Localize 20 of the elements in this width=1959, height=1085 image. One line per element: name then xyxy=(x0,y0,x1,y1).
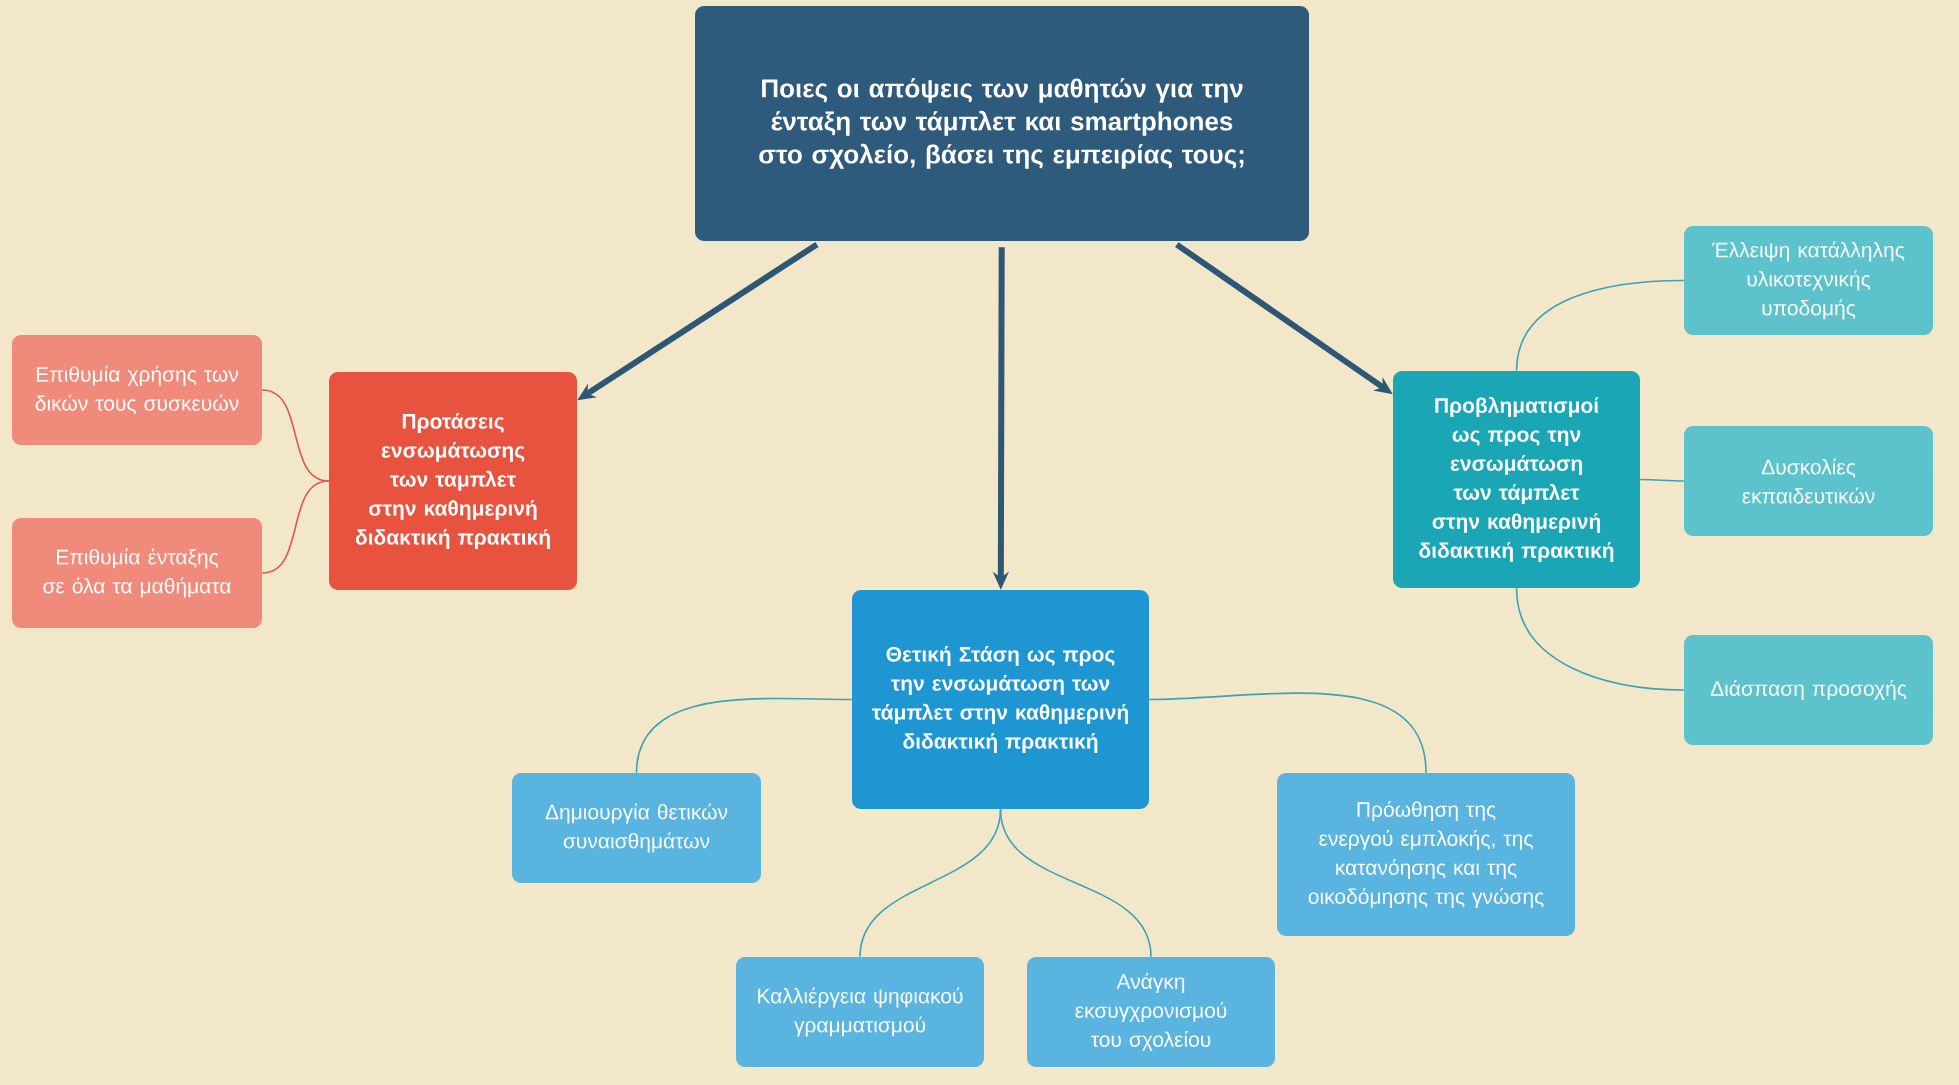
category-box: Προτάσεις ενσωμάτωσης των ταμπλετ στην καθημερινή διδακτική πρακτική xyxy=(329,372,577,590)
item-box: Έλλειψη κατάλληλης υλικοτεχνικής υποδομής xyxy=(1684,226,1933,335)
connector-line xyxy=(1515,279,1685,372)
item-box: Πρόωθηση της ενεργού εμπλοκής, της κατανόησης και της οικοδόμησης της γνώσης xyxy=(1277,773,1575,936)
item-box: Διάσπαση προσοχής xyxy=(1684,635,1933,745)
topic-box: Ποιες οι απόψεις των μαθητών για την ένταξη των τάμπλετ και smartphones στο σχολείο, βάσει της εμπειρίας τους; xyxy=(695,6,1309,241)
connector-line xyxy=(1515,587,1685,691)
item-box: Δημιουργία θετικών συναισθημάτων xyxy=(512,773,761,883)
connector-line xyxy=(999,808,1152,958)
connector-line xyxy=(261,480,330,574)
item-box: Επιθυμία χρήσης των δικών τους συσκευών xyxy=(12,335,262,445)
item-box: Ανάγκη εκσυγχρονισμού του σχολείου xyxy=(1027,957,1275,1067)
item-box: Καλλιέργεια ψηφιακού γραμματισμού xyxy=(736,957,984,1067)
connector-line xyxy=(635,697,853,774)
category-box: Θετική Στάση ως προς την ενσωμάτωση των τάμπλετ στην καθημερινή διδακτική πρακτική xyxy=(852,590,1149,809)
category-box: Προβληματισμοί ως προς την ενσωμάτωση των τάμπλετ στην καθημερινή διδακτική πρακτική xyxy=(1393,371,1640,588)
connector-line xyxy=(1148,692,1427,774)
item-box: Δυσκολίες εκπαιδευτικών xyxy=(1684,426,1933,536)
connector-line xyxy=(1639,478,1685,482)
item-box: Επιθυμία ένταξης σε όλα τα μαθήματα xyxy=(12,518,262,628)
